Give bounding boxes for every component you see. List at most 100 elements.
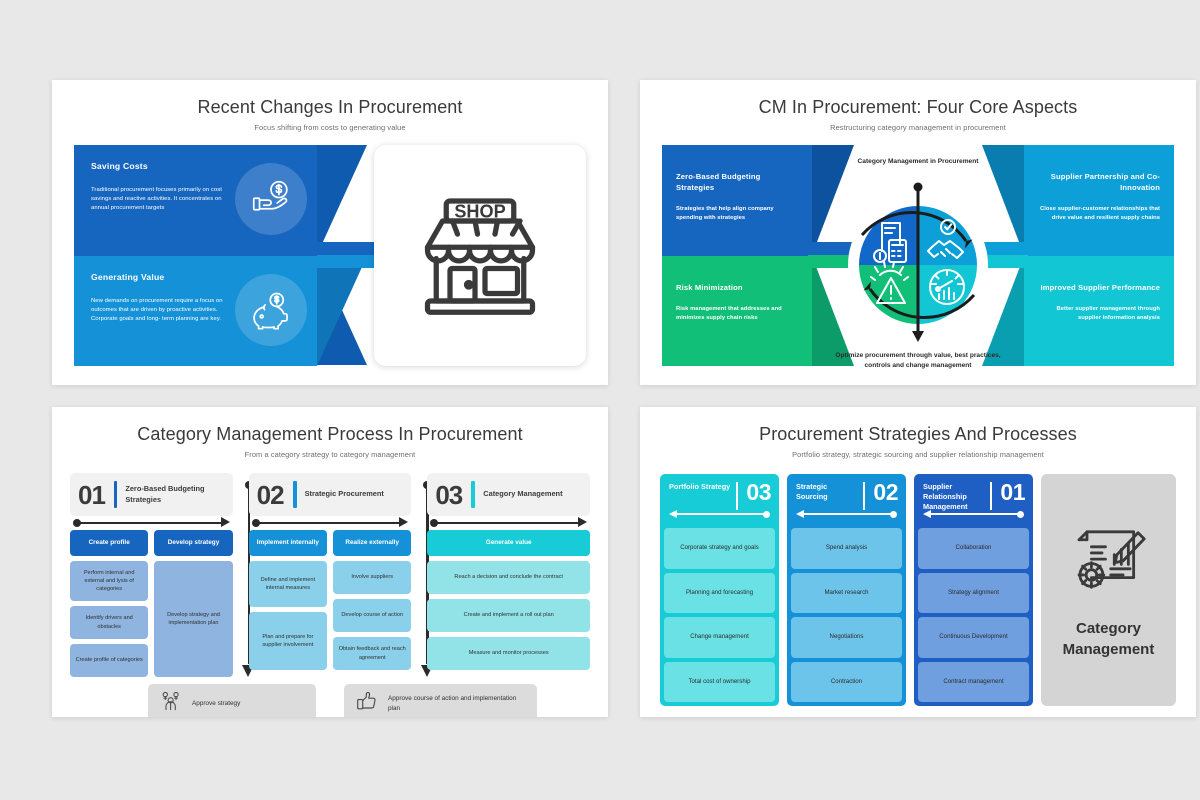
slide2-right-wedge-top [982,145,1024,255]
slide3-group-accent [113,481,118,508]
slide3-group-header[interactable]: 03 Category Management [427,473,591,516]
list-item[interactable]: Create profile of categories [70,644,149,677]
slide4-column-supplier-relationship-management: Supplier Relationship Management 01 Coll… [914,474,1033,706]
list-item[interactable]: Contract management [918,661,1029,702]
slide2-left-wedge-bottom [812,255,854,366]
list-item[interactable]: Collaboration [918,528,1029,569]
list-item[interactable]: Measure and monitor processes [427,637,591,670]
slide-procurement-strategies: Procurement Strategies And Processes Por… [640,407,1196,717]
report-gear-chart-icon [1065,520,1153,605]
slide3-column-generate-value: Generate value Reach a decision and conc… [427,530,591,670]
slide2-cell-risk-minimization[interactable]: Risk Minimization Risk management that a… [662,255,812,366]
svg-text:SHOP: SHOP [454,201,505,221]
slide4-arrow [796,510,897,518]
list-item[interactable]: Define and implement internal measures [248,561,328,607]
handshake-check-icon [927,219,964,259]
slide3-column-caption[interactable]: Develop strategy [154,530,233,556]
list-item[interactable]: Market research [791,572,902,613]
list-item[interactable]: Total cost of ownership [664,661,775,702]
slide1-block-heading: Saving Costs [91,161,148,171]
slide2-cell-heading: Improved Supplier Performance [1040,282,1160,292]
slide3-group-header[interactable]: 02 Strategic Procurement [248,473,412,516]
thumbs-up-icon [356,691,378,716]
slide3-axis [430,516,588,530]
slide3-column-implement-internally: Implement internally Define and implemen… [248,530,328,670]
list-item[interactable]: Continuous Development [918,617,1029,658]
list-item[interactable]: Reach a decision and conclude the contra… [427,561,591,594]
slide3-body: 01 Zero-Based Budgeting Strategies Creat… [52,473,608,717]
slide2-wheel: Category Management in Procurement [828,157,1008,369]
slide3-column-caption[interactable]: Implement internally [248,530,328,556]
slide4-column-header[interactable]: Supplier Relationship Management 01 [914,474,1033,524]
slide1-subtitle: Focus shifting from costs to generating … [254,123,406,132]
list-item[interactable]: Strategy alignment [918,572,1029,613]
divider [862,482,866,510]
slide4-column-number: 03 [746,479,771,505]
slide4-column-label: Portfolio Strategy [669,482,731,491]
slide3-group-03: 03 Category Management Generate value Re… [427,473,591,677]
list-item[interactable]: Develop course of action [333,599,412,632]
slide3-group-number: 02 [256,479,285,510]
slide1-block-generating-value[interactable]: Generating Value New demands on procurem… [74,255,317,366]
slide3-axis [251,516,409,530]
list-item[interactable]: Negotiations [791,617,902,658]
slide4-column-strategic-sourcing: Strategic Sourcing 02 Spend analysis Mar… [787,474,906,706]
list-item[interactable]: Obtain feedback and reach agreement [333,637,412,670]
slide2-left-wedge-top [812,145,854,255]
slide2-cell-supplier-partnership[interactable]: Supplier Partnership and Co-Innovation C… [1024,145,1174,256]
slide4-column-header[interactable]: Portfolio Strategy 03 [660,474,779,524]
slide3-group-header[interactable]: 01 Zero-Based Budgeting Strategies [70,473,233,516]
slide2-left-column: Zero-Based Budgeting Strategies Strategi… [662,145,812,366]
slide3-column-caption[interactable]: Create profile [70,530,149,556]
list-item[interactable]: Identify drivers and obstacles [70,606,149,639]
list-item[interactable]: Spend analysis [791,528,902,569]
list-item[interactable]: Planning and forecasting [664,572,775,613]
performance-gauge-chart-icon [929,269,965,305]
slide4-arrow [923,510,1024,518]
slide3-footers: Approve strategy Approve course of actio… [70,684,590,717]
list-item[interactable]: Contraction [791,661,902,702]
slide2-cell-heading: Zero-Based Budgeting Strategies [676,172,761,192]
list-item[interactable]: Involve suppliers [333,561,412,594]
slide2-cell-improved-supplier-performance[interactable]: Improved Supplier Performance Better sup… [1024,255,1174,366]
slide4-column-portfolio-strategy: Portfolio Strategy 03 Corporate strategy… [660,474,779,706]
slide4-column-header[interactable]: Strategic Sourcing 02 [787,474,906,524]
shop-storefront-icon: SHOP [374,145,586,366]
slide3-footer-approve-strategy[interactable]: Approve strategy [148,684,316,717]
slide1-block-saving-costs[interactable]: Saving Costs Traditional procurement foc… [74,145,317,256]
list-item[interactable]: Develop strategy and implementation plan [154,561,233,677]
list-item[interactable]: Create and implement a roll out plan [427,599,591,632]
slide4-arrow [669,510,770,518]
list-item[interactable]: Plan and prepare for supplier involvemen… [248,612,328,670]
list-item[interactable]: Perform internal and external and lysis … [70,561,149,601]
slide3-groups: 01 Zero-Based Budgeting Strategies Creat… [70,473,591,677]
slide-recent-changes: Recent Changes In Procurement Focus shif… [52,80,608,385]
slide2-cell-heading: Risk Minimization [676,282,743,292]
slide4-column-number: 02 [873,479,898,505]
slide2-cell-zero-based-budgeting[interactable]: Zero-Based Budgeting Strategies Strategi… [662,145,812,256]
slide1-wedge-bottom [317,255,367,366]
slide3-group-label: Zero-Based Budgeting Strategies [125,483,205,504]
slide3-column-caption[interactable]: Generate value [427,530,591,556]
slide-cm-process: Category Management Process In Procureme… [52,407,608,717]
divider [735,482,739,510]
slide3-footer-approve-course[interactable]: Approve course of action and implementat… [344,684,537,717]
list-item[interactable]: Corporate strategy and goals [664,528,775,569]
risk-warning-gear-icon [870,261,909,304]
slide3-group-label: Strategic Procurement [304,489,384,499]
slide4-side-panel: Category Management [1041,474,1176,706]
slide2-cell-body: Strategies that help align company spend… [676,206,774,222]
slide2-right-wedge-bottom [982,255,1024,366]
list-item[interactable]: Change management [664,617,775,658]
slide3-column-caption[interactable]: Realize externally [333,530,412,556]
slide3-axis [73,516,230,530]
slide1-title: Recent Changes In Procurement [197,97,463,117]
slide4-title: Procurement Strategies And Processes [759,424,1077,444]
slide3-group-01: 01 Zero-Based Budgeting Strategies Creat… [70,473,255,677]
slide2-cell-body: Close supplier-customer relationships th… [1040,206,1160,222]
slide3-footer-label: Approve strategy [192,699,241,707]
slide1-block-body: New demands on procurement require a foc… [91,297,223,322]
slide3-column-realize-externally: Realize externally Involve suppliers Dev… [333,530,412,670]
slide1-block-heading: Generating Value [91,271,165,282]
